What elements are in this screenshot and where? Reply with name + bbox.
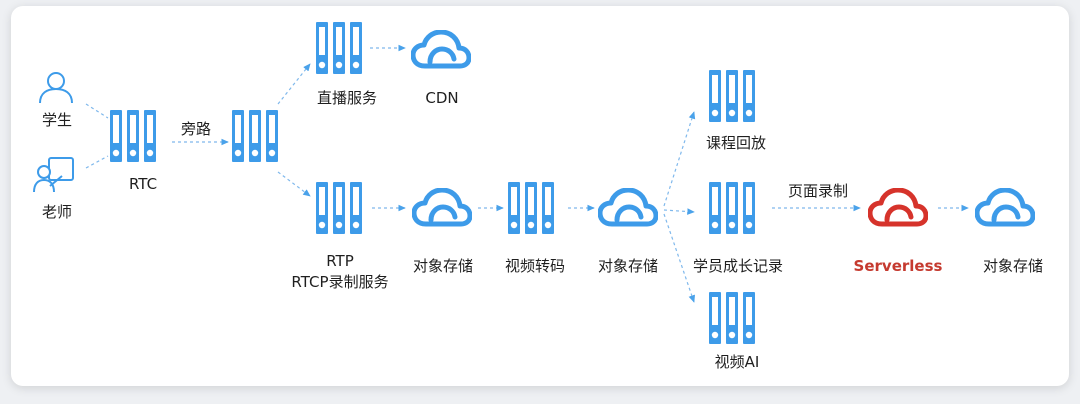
label-live-service: 直播服务 <box>316 89 378 107</box>
edge-storage2-replay <box>663 111 696 207</box>
video-ai-server-icon <box>709 292 755 344</box>
rtc-server-icon <box>110 110 156 162</box>
label-page-record: 页面录制 <box>787 182 849 200</box>
label-transcode: 视频转码 <box>504 257 566 275</box>
storage2-cloud-icon <box>600 190 656 224</box>
label-rtp-line2: RTCP录制服务 <box>291 273 389 291</box>
label-teacher: 老师 <box>41 203 73 221</box>
cdn-cloud-icon <box>413 32 469 66</box>
storage3-cloud-icon <box>977 190 1033 224</box>
user-icon <box>39 72 73 104</box>
edge-student-rtc <box>85 103 109 119</box>
bypass-server-icon <box>232 110 278 162</box>
label-student: 学生 <box>41 111 73 129</box>
edge-teacher-rtc <box>85 155 109 169</box>
edge-storage2-videoai <box>663 213 696 303</box>
label-replay: 课程回放 <box>705 134 767 152</box>
edge-bypass-rtp <box>277 171 311 197</box>
label-growth: 学员成长记录 <box>692 257 784 275</box>
edge-bypass-live <box>277 63 311 105</box>
label-storage2: 对象存储 <box>597 257 659 275</box>
transcode-server-icon <box>508 182 554 234</box>
edge-storage2-growth <box>663 208 695 215</box>
label-bypass: 旁路 <box>180 120 212 138</box>
rtp-record-server-icon <box>316 182 362 234</box>
label-storage1: 对象存储 <box>412 257 474 275</box>
label-rtp-line1: RTP <box>326 252 354 270</box>
edges <box>85 44 969 303</box>
storage1-cloud-icon <box>414 190 470 224</box>
live-service-server-icon <box>316 22 362 74</box>
label-storage3: 对象存储 <box>982 257 1044 275</box>
serverless-cloud-icon <box>870 190 926 224</box>
label-rtc: RTC <box>128 175 158 193</box>
diagram-card <box>11 6 1069 386</box>
replay-server-icon <box>709 70 755 122</box>
teacher-icon <box>33 157 74 193</box>
label-cdn: CDN <box>425 89 459 107</box>
label-video-ai: 视频AI <box>714 353 760 371</box>
growth-server-icon <box>709 182 755 234</box>
label-serverless: Serverless <box>853 257 943 275</box>
